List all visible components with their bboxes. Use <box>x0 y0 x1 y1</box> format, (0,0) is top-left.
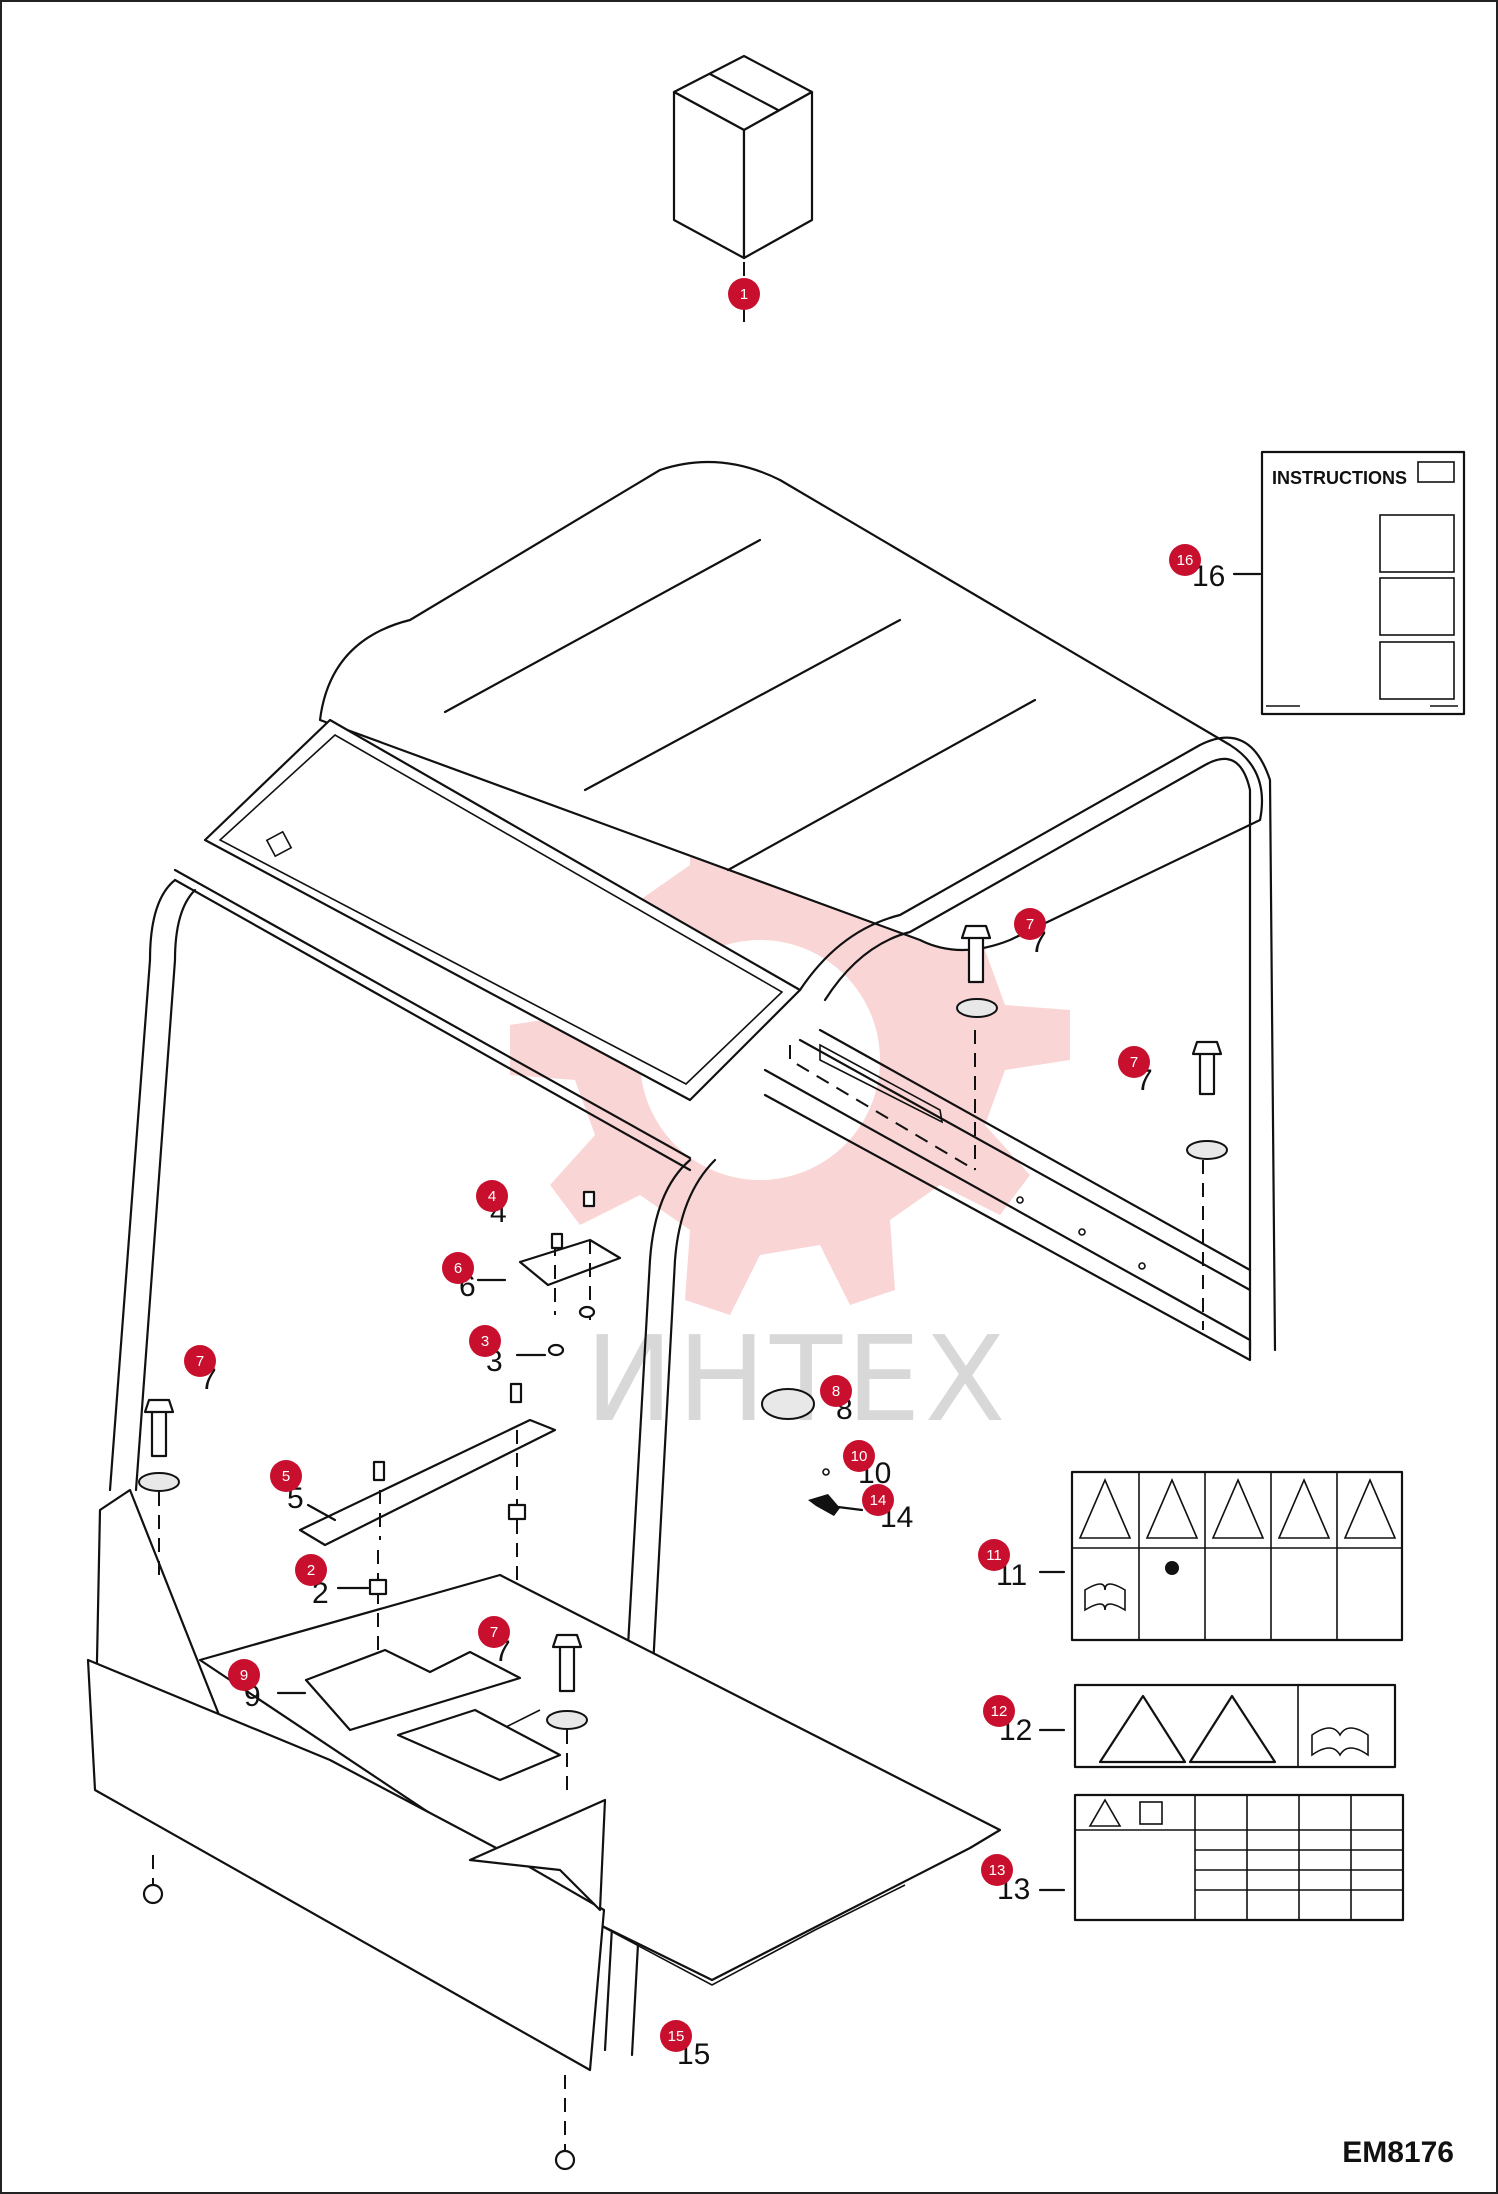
callout-label: 16 <box>1177 552 1194 569</box>
floor-mat <box>304 1590 562 1782</box>
callout-label: 7 <box>1130 1054 1138 1071</box>
part-number-2: 2 <box>312 1577 329 1610</box>
callout-circle <box>295 1554 327 1586</box>
mount-bracket <box>298 1190 622 1596</box>
callout-label: 2 <box>307 1562 315 1579</box>
callout-label: 4 <box>488 1188 496 1205</box>
callout-7b[interactable]: 7 <box>1118 1046 1150 1078</box>
callout-label: 7 <box>1026 916 1034 933</box>
callout-8[interactable]: 8 <box>820 1375 852 1407</box>
instructions-manual: INSTRUCTIONS <box>1260 450 1466 716</box>
callout-circle <box>1169 544 1201 576</box>
callout-circle <box>270 1460 302 1492</box>
leader-lines <box>276 572 1262 1892</box>
callout-circle <box>660 2020 692 2052</box>
callout-7c[interactable]: 7 <box>184 1345 216 1377</box>
callout-label: 11 <box>986 1547 1002 1564</box>
callout-label: 15 <box>668 2028 685 2045</box>
callout-2[interactable]: 2 <box>295 1554 327 1586</box>
callout-14[interactable]: 14 <box>862 1484 894 1516</box>
callout-16[interactable]: 16 <box>1169 544 1201 576</box>
callout-label: 6 <box>454 1260 462 1277</box>
callout-3[interactable]: 3 <box>469 1325 501 1357</box>
bolt-washer-set <box>138 924 1228 1790</box>
callout-circle <box>1014 908 1046 940</box>
callout-circle <box>843 1440 875 1472</box>
callout-circle <box>476 1180 508 1212</box>
callout-7a[interactable]: 7 <box>1014 908 1046 940</box>
callout-7d[interactable]: 7 <box>478 1616 510 1648</box>
callout-15[interactable]: 15 <box>660 2020 692 2052</box>
callout-5[interactable]: 5 <box>270 1460 302 1492</box>
callout-circle <box>820 1375 852 1407</box>
callout-9[interactable]: 9 <box>228 1659 260 1691</box>
callout-circle <box>442 1252 474 1284</box>
callout-label: 12 <box>991 1703 1008 1720</box>
callout-circle <box>981 1854 1013 1886</box>
callout-10[interactable]: 10 <box>843 1440 875 1472</box>
callout-circle <box>228 1659 260 1691</box>
callout-circle <box>983 1695 1015 1727</box>
callout-label: 10 <box>851 1448 868 1465</box>
callout-label: 5 <box>282 1468 290 1485</box>
small-parts <box>761 1388 840 1516</box>
callout-1[interactable]: 1 <box>728 278 760 310</box>
callout-label: 7 <box>196 1353 204 1370</box>
callout-label: 7 <box>490 1624 498 1641</box>
callout-11[interactable]: 11 <box>978 1539 1010 1571</box>
callout-label: 1 <box>740 286 748 303</box>
callout-circle <box>728 278 760 310</box>
callout-circle <box>184 1345 216 1377</box>
callout-circle <box>978 1539 1010 1571</box>
callout-label: 13 <box>989 1862 1006 1879</box>
callout-4[interactable]: 4 <box>476 1180 508 1212</box>
callout-circle <box>862 1484 894 1516</box>
diagram-code: EM8176 <box>1342 2136 1454 2169</box>
callout-circle <box>478 1616 510 1648</box>
callout-label: 3 <box>481 1333 489 1350</box>
callout-13[interactable]: 13 <box>981 1854 1013 1886</box>
callout-label: 9 <box>240 1667 248 1684</box>
callout-circle <box>1118 1046 1150 1078</box>
callout-label: 14 <box>870 1492 887 1509</box>
watermark-text: ИНТЕХ <box>585 1310 1009 1448</box>
callout-12[interactable]: 12 <box>983 1695 1015 1727</box>
kit-box <box>672 54 814 322</box>
load-chart-decal-13 <box>1073 1793 1405 1922</box>
callout-circle <box>469 1325 501 1357</box>
safety-decal-11 <box>1070 1470 1404 1642</box>
instructions-label: INSTRUCTIONS <box>1272 468 1407 488</box>
callout-label: 8 <box>832 1383 840 1400</box>
callout-6[interactable]: 6 <box>442 1252 474 1284</box>
safety-decal-12 <box>1073 1683 1397 1769</box>
